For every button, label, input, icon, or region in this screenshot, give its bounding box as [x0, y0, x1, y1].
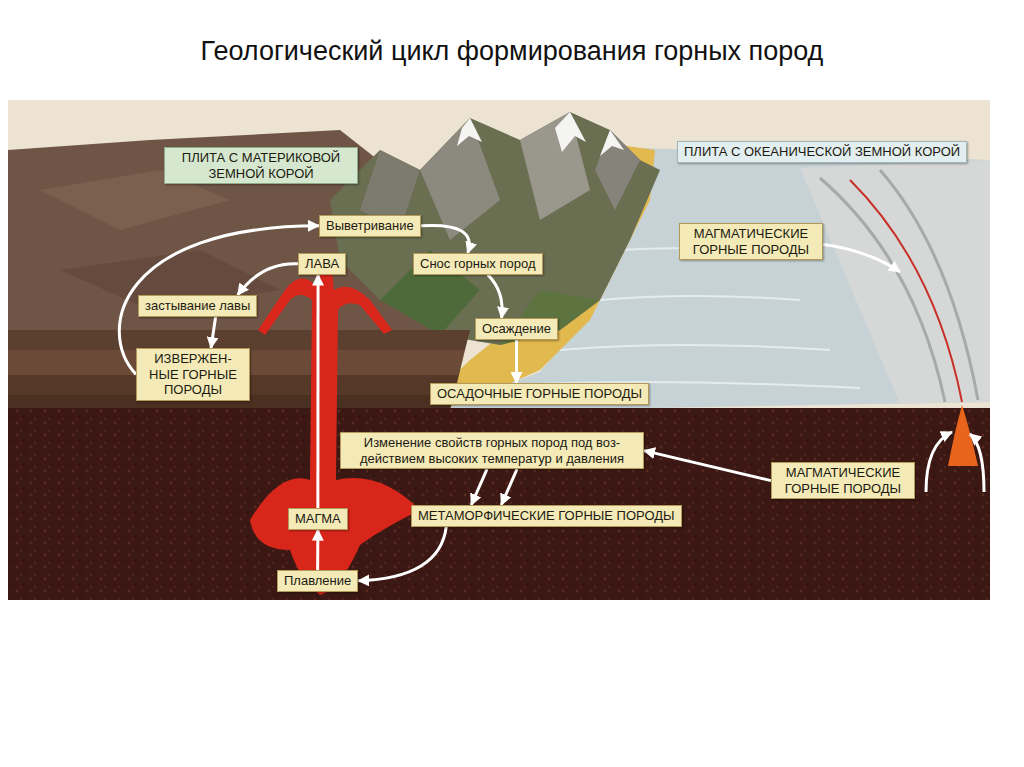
process-box: застывание лавы [138, 295, 257, 317]
cycle-arrow [358, 527, 446, 581]
process-box: Плавление [277, 570, 358, 592]
flow-arrow [926, 432, 952, 492]
box-text: МАГМАТИЧЕСКИЕ ГОРНЫЕ ПОРОДЫ [686, 226, 816, 257]
box-text: Снос горных пород [420, 256, 536, 272]
box-text: ПЛИТА С МАТЕРИКОВОЙ ЗЕМНОЙ КОРОЙ [171, 150, 351, 181]
rock-box: МАГМАТИЧЕСКИЕ ГОРНЫЕ ПОРОДЫ [679, 223, 823, 260]
cycle-arrow [488, 275, 502, 318]
crust-ridges [820, 170, 978, 402]
rock-box: МАГМА [288, 508, 348, 530]
box-text: Изменение свойств горных пород под воз- … [347, 435, 637, 466]
mantle [8, 408, 990, 600]
cycle-arrow [471, 469, 487, 505]
process-box: Снос горных пород [413, 253, 543, 275]
snow-peak [457, 118, 482, 146]
box-text: ЛАВА [305, 256, 339, 272]
oceanic-crust [800, 160, 990, 404]
cycle-arrow [501, 469, 517, 505]
rock-face [520, 112, 590, 220]
slide-title: Геологический цикл формирования горных п… [0, 36, 1024, 67]
plate-label: ПЛИТА С МАТЕРИКОВОЙ ЗЕМНОЙ КОРОЙ [164, 147, 358, 184]
snow-peak [600, 130, 624, 156]
rock-box: МЕТАМОРФИЧЕСКИЕ ГОРНЫЕ ПОРОДЫ [411, 505, 682, 527]
rock-face [595, 130, 640, 210]
cycle-arrow [238, 264, 298, 295]
cycle-arrow [316, 530, 319, 570]
rock-box: ИЗВЕРЖЕН- НЫЕ ГОРНЫЕ ПОРОДЫ [136, 348, 250, 401]
box-text: МЕТАМОРФИЧЕСКИЕ ГОРНЫЕ ПОРОДЫ [418, 508, 675, 524]
box-text: ПЛИТА С ОКЕАНИЧЕСКОЙ ЗЕМНОЙ КОРОЙ [684, 144, 960, 160]
cycle-arrow [421, 225, 470, 253]
rock-box: МАГМАТИЧЕСКИЕ ГОРНЫЕ ПОРОДЫ [771, 462, 915, 499]
rock-face [420, 118, 500, 240]
box-text: ИЗВЕРЖЕН- НЫЕ ГОРНЫЕ ПОРОДЫ [143, 351, 243, 398]
rock-box: ЛАВА [298, 253, 346, 275]
cycle-arrow [644, 451, 771, 481]
ridge-line [850, 180, 962, 402]
leader-arrow [820, 244, 900, 272]
box-text: МАГМАТИЧЕСКИЕ ГОРНЫЕ ПОРОДЫ [778, 465, 908, 496]
box-text: Осаждение [482, 321, 551, 337]
process-box: Выветривание [319, 215, 421, 237]
rock-box: ОСАДОЧНЫЕ ГОРНЫЕ ПОРОДЫ [430, 383, 649, 405]
process-box: Изменение свойств горных пород под воз- … [340, 432, 644, 469]
cycle-arrow [515, 340, 518, 383]
process-box: Осаждение [475, 318, 558, 340]
cycle-arrow [316, 275, 319, 508]
snow-peak [555, 112, 586, 152]
flow-arrow [970, 434, 984, 492]
plate-label: ПЛИТА С ОКЕАНИЧЕСКОЙ ЗЕМНОЙ КОРОЙ [677, 141, 967, 163]
strata [8, 330, 470, 350]
box-text: МАГМА [295, 511, 341, 527]
mantle-texture [8, 408, 990, 600]
sky-haze [8, 100, 990, 600]
box-text: застывание лавы [145, 298, 250, 314]
box-text: Выветривание [326, 218, 414, 234]
cycle-arrow [211, 317, 216, 348]
box-text: ОСАДОЧНЫЕ ГОРНЫЕ ПОРОДЫ [437, 386, 642, 402]
box-text: Плавление [284, 573, 351, 589]
